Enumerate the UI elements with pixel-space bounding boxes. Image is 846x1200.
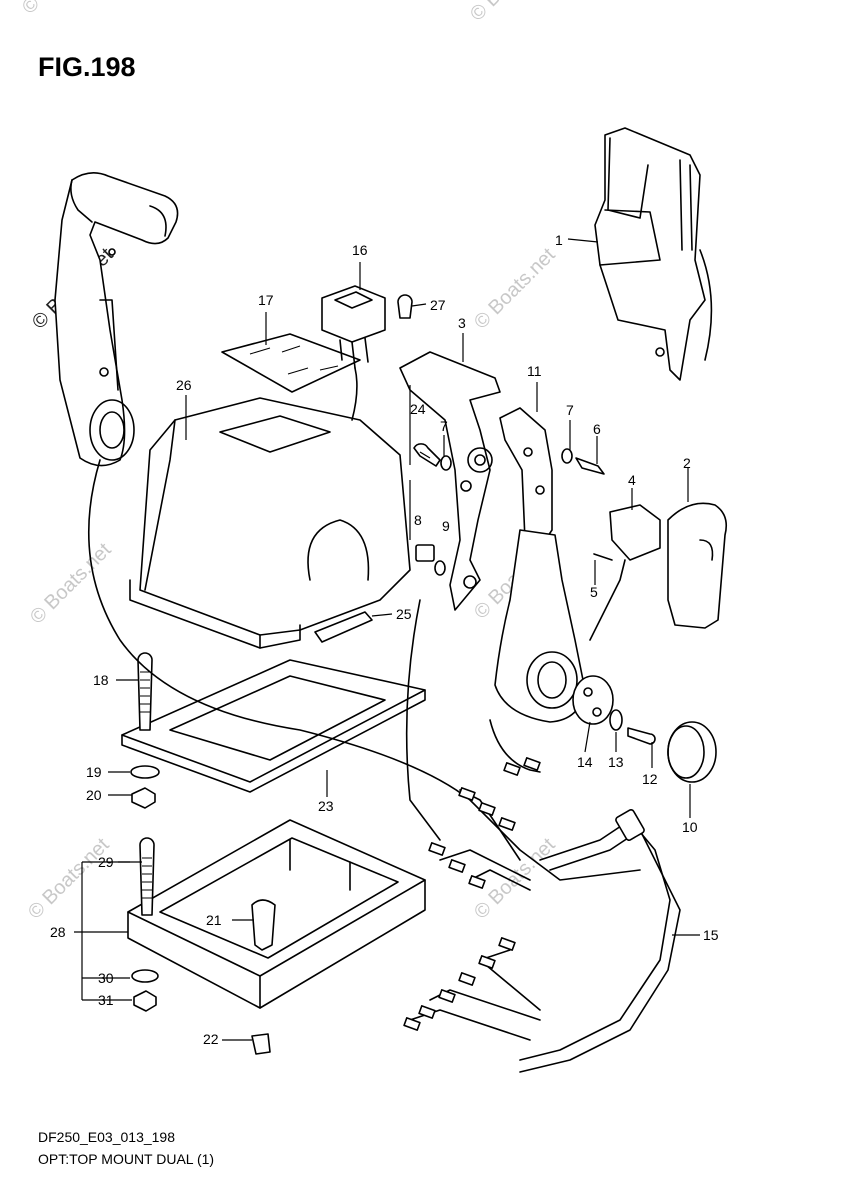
callout-21: 21 xyxy=(206,912,222,928)
lever-arm xyxy=(494,529,586,723)
callout-24: 24 xyxy=(410,401,426,417)
nut-20 xyxy=(131,787,156,809)
diagram-caption: OPT:TOP MOUNT DUAL (1) xyxy=(38,1151,215,1167)
arm-11 xyxy=(499,407,553,549)
watermark-text: © Boats.net xyxy=(18,0,108,19)
washer-19 xyxy=(130,765,160,779)
watermark-text: © Boats.net xyxy=(470,834,560,924)
screw-24 xyxy=(413,443,441,467)
callout-10: 10 xyxy=(682,819,698,835)
bracket-3 xyxy=(399,351,501,611)
cover-26 xyxy=(129,397,411,649)
callout-9: 9 xyxy=(442,518,450,534)
callout-14: 14 xyxy=(577,754,593,770)
callout-5: 5 xyxy=(590,584,598,600)
callout-12: 12 xyxy=(642,771,658,787)
callout-3: 3 xyxy=(458,315,466,331)
switch-16 xyxy=(321,285,386,421)
nut-31 xyxy=(133,990,157,1012)
nut-8 xyxy=(415,544,435,562)
washer-9 xyxy=(434,560,446,576)
control-unit-1 xyxy=(594,127,713,381)
washer-7-right xyxy=(561,448,573,464)
figure-title: FIG.198 xyxy=(38,52,136,82)
watermark-text: © Boats.net xyxy=(24,834,114,924)
screw-27 xyxy=(397,294,413,319)
callout-labels: 1 2 3 4 5 6 7 7 8 9 10 11 12 13 14 15 16… xyxy=(50,232,719,1047)
clip-22 xyxy=(251,1033,271,1055)
washer-30 xyxy=(131,969,159,983)
washer-13 xyxy=(609,709,623,731)
callout-30: 30 xyxy=(98,970,114,986)
washer-7 xyxy=(440,455,452,471)
callout-16: 16 xyxy=(352,242,368,258)
callout-6: 6 xyxy=(593,421,601,437)
callout-2: 2 xyxy=(683,455,691,471)
callout-11: 11 xyxy=(527,363,542,379)
grip-2 xyxy=(667,502,728,629)
callout-1: 1 xyxy=(555,232,563,248)
screw-6 xyxy=(575,457,605,475)
diagram-code: DF250_E03_013_198 xyxy=(38,1129,176,1145)
gasket-23 xyxy=(121,659,426,793)
callout-20: 20 xyxy=(86,787,102,803)
callout-7b: 7 xyxy=(440,418,448,434)
callout-27: 27 xyxy=(430,297,446,313)
watermark-text: © Boats.net xyxy=(466,0,556,26)
callout-19: 19 xyxy=(86,764,102,780)
clip-21 xyxy=(251,899,276,951)
callout-26: 26 xyxy=(176,377,192,393)
callout-25: 25 xyxy=(396,606,412,622)
callout-22: 22 xyxy=(203,1031,219,1047)
switch-4 xyxy=(609,504,661,561)
callout-13: 13 xyxy=(608,754,624,770)
callout-17: 17 xyxy=(258,292,274,308)
callout-15: 15 xyxy=(703,927,719,943)
base-28 xyxy=(127,819,426,1009)
callout-23: 23 xyxy=(318,798,334,814)
left-control-lever xyxy=(54,172,179,467)
screw-12 xyxy=(627,727,656,745)
leader-lines xyxy=(74,238,700,1041)
plate-14 xyxy=(572,675,614,725)
callout-31: 31 xyxy=(98,992,114,1008)
bolt-29 xyxy=(139,837,155,916)
plate-17 xyxy=(221,333,361,393)
callout-8: 8 xyxy=(414,512,422,528)
bolt-18 xyxy=(137,652,153,731)
callout-28: 28 xyxy=(50,924,66,940)
callout-29: 29 xyxy=(98,854,114,870)
wiring-harness-15 xyxy=(87,459,681,1073)
watermark-text: © Boats.net xyxy=(470,244,560,334)
callout-7: 7 xyxy=(566,402,574,418)
callout-18: 18 xyxy=(93,672,109,688)
watermark-text: © Boats.net xyxy=(26,539,116,629)
pad-25 xyxy=(314,611,373,643)
callout-4: 4 xyxy=(628,472,636,488)
